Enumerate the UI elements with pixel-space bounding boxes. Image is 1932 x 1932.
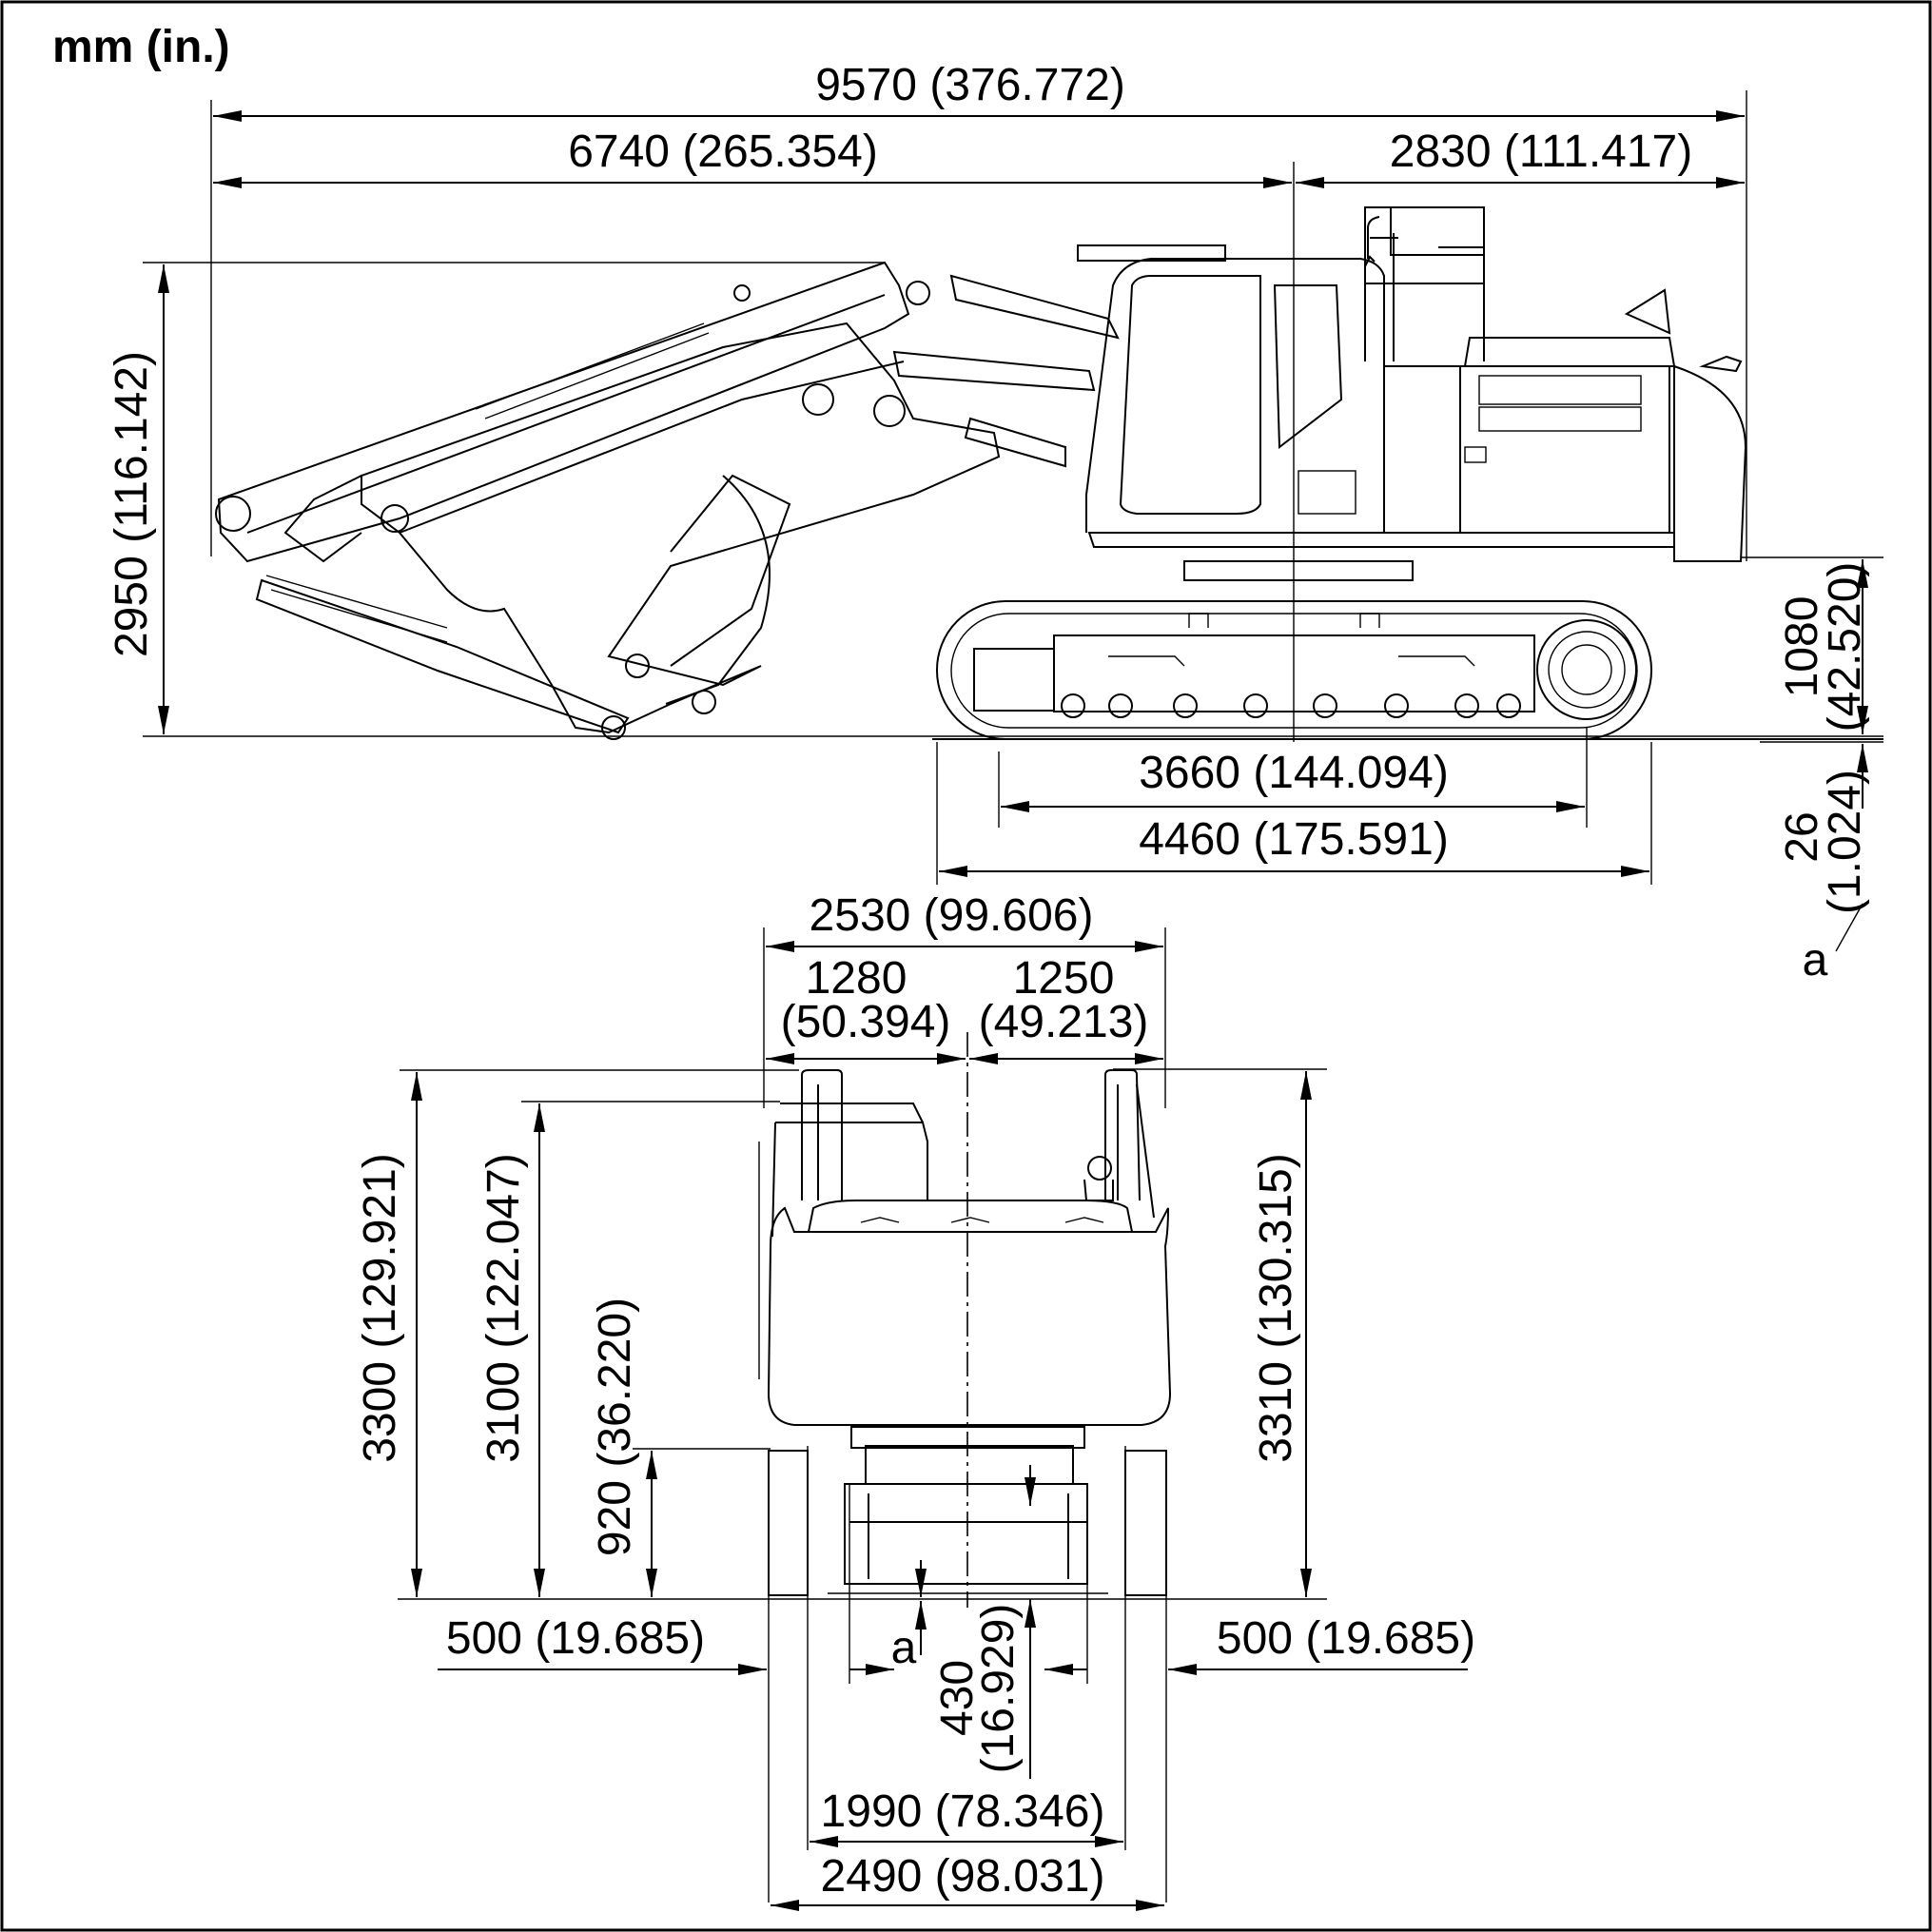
front-view: 2530 (99.606) 1280 (50.394) 1250 (49.213… — [355, 890, 1475, 1911]
cw-bottom-label: 920 (36.220) — [590, 1298, 640, 1556]
grouser-marker-front: a — [891, 1623, 917, 1673]
side-view: 9570 (376.772) 6740 (265.354) 2830 (111.… — [107, 60, 1883, 986]
cw-clearance-label-a: 1080 — [1777, 596, 1827, 698]
right-rail-height-label: 3310 (130.315) — [1251, 1153, 1301, 1463]
undercarriage-width-label: 2490 (98.031) — [821, 1851, 1105, 1902]
rear-length-label: 2830 (111.417) — [1390, 127, 1692, 177]
right-width-label-a: 1250 — [1013, 953, 1115, 1004]
ground-clearance-label-b: (16.929) — [973, 1604, 1024, 1774]
overall-width-label: 2530 (99.606) — [810, 890, 1094, 941]
overall-length-label: 9570 (376.772) — [815, 60, 1125, 110]
side-undercarriage — [936, 600, 1652, 740]
track-gauge-label: 1990 (78.346) — [821, 1786, 1105, 1837]
unit-label: mm (in.) — [52, 22, 230, 72]
front-length-label: 6740 (265.354) — [568, 127, 878, 177]
track-length-label: 4460 (175.591) — [1139, 814, 1449, 865]
shoe-left-label: 500 (19.685) — [446, 1613, 705, 1664]
side-upper-structure — [1077, 206, 1747, 581]
grouser-height-label-a: 26 — [1777, 811, 1827, 862]
cab-height-label: 3100 (122.047) — [478, 1153, 529, 1463]
ground-clearance-label-a: 430 — [932, 1660, 983, 1736]
front-undercarriage — [768, 1426, 1167, 1596]
grouser-marker-side: a — [1803, 935, 1828, 986]
side-front-attachment — [215, 261, 1120, 740]
grouser-height-label-b: (1.024) — [1820, 770, 1870, 914]
left-width-label-b: (50.394) — [781, 997, 951, 1047]
cw-clearance-label-b: (42.520) — [1820, 562, 1870, 732]
boom-height-label: 2950 (116.142) — [107, 351, 157, 657]
tumbler-distance-label: 3660 (144.094) — [1139, 748, 1449, 798]
right-width-label-b: (49.213) — [979, 997, 1149, 1047]
handrail-height-label: 3300 (129.921) — [355, 1153, 405, 1463]
shoe-right-label: 500 (19.685) — [1217, 1613, 1475, 1664]
left-width-label-a: 1280 — [806, 953, 907, 1004]
front-upper-structure — [758, 1069, 1172, 1426]
